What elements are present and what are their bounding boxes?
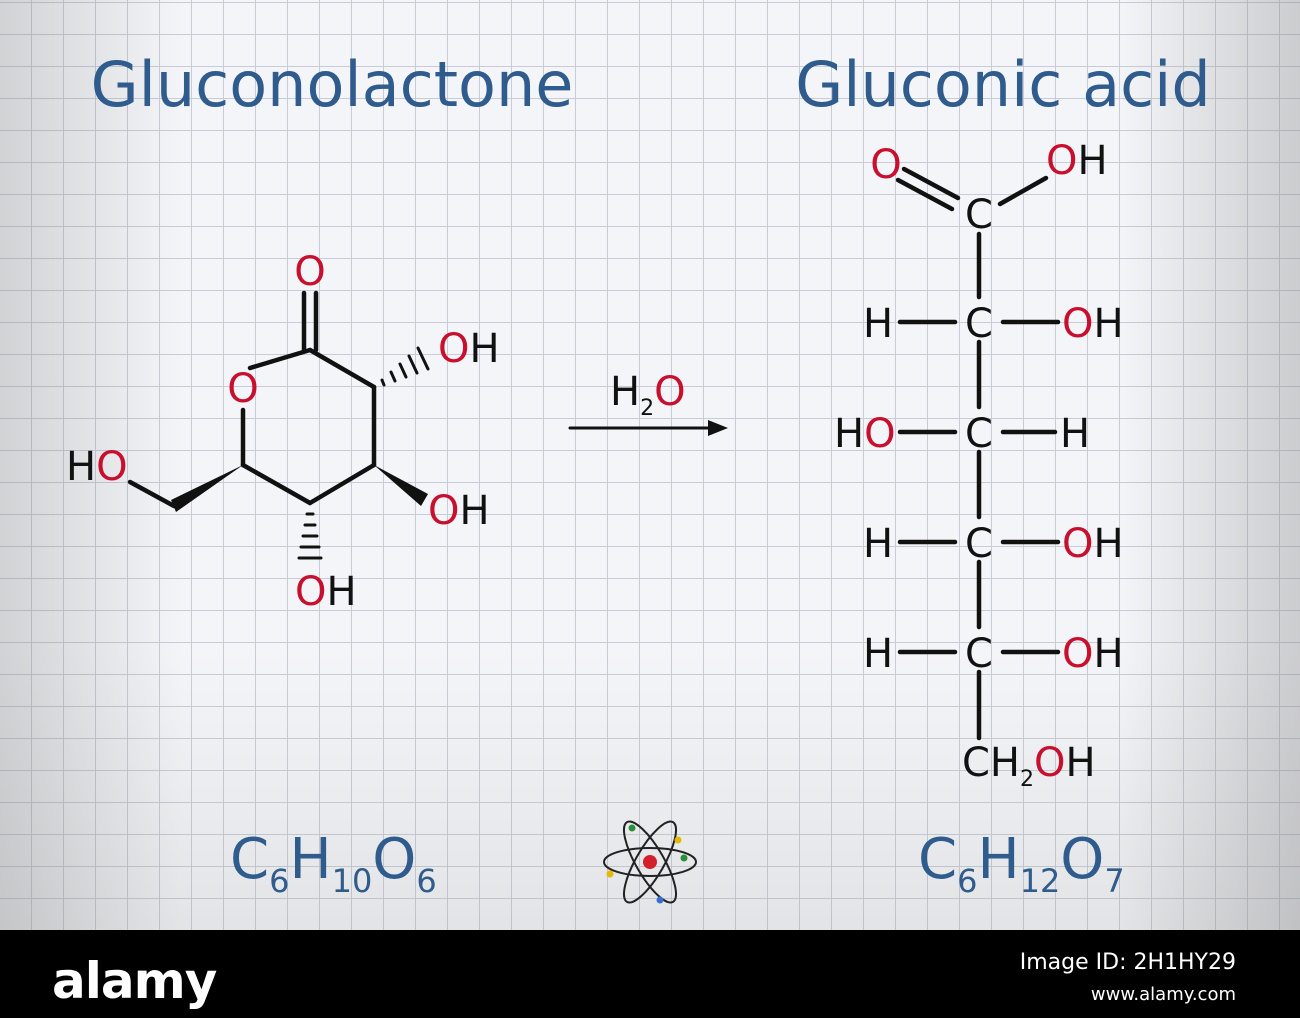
formula-element: H bbox=[977, 827, 1019, 892]
carboxyl-oxygen-label: O bbox=[870, 142, 901, 188]
ring-oxygen-label: O bbox=[227, 366, 258, 412]
wedge-c3-oh bbox=[374, 465, 428, 506]
hash-c4-oh bbox=[297, 512, 323, 560]
hydrogen-c2-label: H bbox=[863, 301, 893, 347]
bond-c1-oh bbox=[997, 175, 1049, 207]
title-gluconic-acid: Gluconic acid bbox=[795, 48, 1211, 121]
atom-icon bbox=[603, 820, 697, 904]
formula-gluconic-acid: C6H12O7 bbox=[918, 827, 1125, 900]
bond-c4-c5 bbox=[240, 462, 313, 506]
formula-subscript: 7 bbox=[1104, 862, 1124, 900]
hash-c2-oh bbox=[380, 346, 430, 387]
hydrogen-c4-label: H bbox=[863, 521, 893, 567]
formula-element: O bbox=[372, 827, 416, 892]
bond-ch2-oh bbox=[127, 479, 177, 509]
hydroxyl-c2-label: OH bbox=[438, 326, 500, 372]
formula-element: C bbox=[918, 827, 957, 892]
image-id-label: Image ID: 2H1HY29 bbox=[1019, 950, 1236, 975]
bond-c1-c2 bbox=[307, 347, 377, 390]
formula-subscript: 10 bbox=[332, 862, 373, 900]
site-url-link[interactable]: www.alamy.com bbox=[1090, 984, 1236, 1005]
carbonyl-oxygen-label: O bbox=[294, 249, 325, 295]
terminal-ch2oh-label: CH2OH bbox=[962, 740, 1096, 792]
hydroxyl-ch2-label: HO bbox=[66, 444, 128, 490]
gluconolactone-structure: O O OH OH OH HO bbox=[66, 249, 500, 615]
hydroxyl-c5-label: OH bbox=[1062, 631, 1124, 677]
title-gluconolactone: Gluconolactone bbox=[91, 48, 574, 121]
hydroxyl-c4-label: OH bbox=[1062, 521, 1124, 567]
carbon-1-label: C bbox=[965, 192, 993, 238]
bond-o1-c1 bbox=[247, 347, 313, 371]
formula-element: H bbox=[289, 827, 331, 892]
formula-subscript: 6 bbox=[416, 862, 436, 900]
carbon-4-label: C bbox=[965, 521, 993, 567]
formula-element: C bbox=[230, 827, 269, 892]
carbon-5-label: C bbox=[965, 631, 993, 677]
formula-gluconolactone: C6H10O6 bbox=[230, 827, 437, 900]
bond-c1-o-double-a bbox=[895, 177, 955, 212]
carboxyl-hydroxyl-label: OH bbox=[1046, 138, 1108, 184]
wedge-c5-ch2 bbox=[171, 465, 243, 512]
formula-element: O bbox=[1060, 827, 1104, 892]
bond-c3-c4 bbox=[307, 462, 377, 506]
reaction-arrow: H2O bbox=[568, 369, 728, 436]
formula-subscript: 6 bbox=[269, 862, 289, 900]
grid-paper-background bbox=[0, 0, 1300, 930]
hydroxyl-c3-label: HO bbox=[834, 411, 896, 457]
formula-subscript: 12 bbox=[1020, 862, 1061, 900]
hydroxyl-c2-label: OH bbox=[1062, 301, 1124, 347]
brand-logo: alamy bbox=[52, 952, 217, 1010]
hydrogen-c5-label: H bbox=[863, 631, 893, 677]
footer-bar bbox=[0, 930, 1300, 1018]
reaction-diagram: Gluconolactone Gluconic acid bbox=[66, 48, 1211, 904]
formula-subscript: 6 bbox=[957, 862, 977, 900]
reagent-water-label: H2O bbox=[610, 369, 686, 421]
hydroxyl-c3-label: OH bbox=[428, 488, 490, 534]
carbon-3-label: C bbox=[965, 411, 993, 457]
hydroxyl-c4-label: OH bbox=[295, 569, 357, 615]
bond-c1-o-double-b bbox=[901, 166, 961, 201]
hydrogen-c3-label: H bbox=[1060, 411, 1090, 457]
arrow-head bbox=[708, 420, 728, 436]
carbon-2-label: C bbox=[965, 301, 993, 347]
gluconic-acid-structure: O OH C H C OH HO C H H C bbox=[834, 138, 1124, 792]
